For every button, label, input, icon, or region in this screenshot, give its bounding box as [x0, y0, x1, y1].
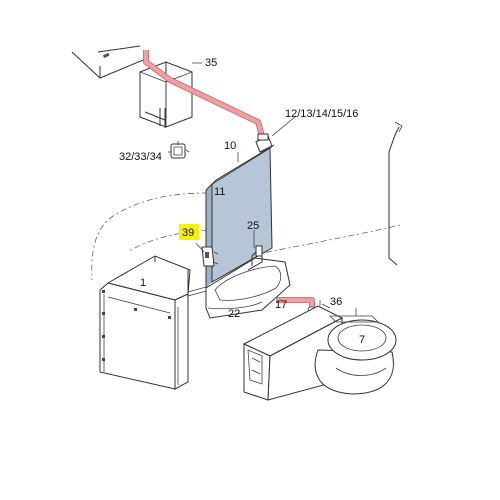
- callout-7: 7: [359, 334, 365, 346]
- part-22-basin: [187, 245, 291, 319]
- right-wall-outline: [388, 121, 403, 266]
- callout-32-34: 32/33/34: [119, 151, 162, 163]
- upper-cabinet-fragment: [71, 45, 149, 79]
- dashed-outline: [91, 192, 401, 281]
- leader-lines: [168, 62, 331, 309]
- callout-1: 1: [140, 277, 146, 289]
- part-39-bracket: [201, 246, 219, 267]
- part-35-box: [139, 61, 193, 128]
- part-7-toilet: [314, 308, 397, 395]
- callout-39: 39: [182, 227, 194, 239]
- callout-10: 10: [224, 140, 236, 152]
- callout-35: 35: [205, 57, 217, 69]
- callout-17: 17: [275, 299, 287, 311]
- part-32-34-fitting: [170, 141, 190, 159]
- part-1-cabinet: [99, 255, 191, 390]
- callout-12-16: 12/13/14/15/16: [285, 108, 358, 120]
- callout-11: 11: [214, 186, 225, 198]
- callout-22: 22: [228, 308, 240, 320]
- callout-25: 25: [247, 220, 259, 232]
- callout-labels: 35 12/13/14/15/16 10 11 32/33/34 39 25 1…: [119, 57, 365, 346]
- callout-39-highlight: [179, 224, 199, 240]
- callout-36: 36: [330, 296, 342, 308]
